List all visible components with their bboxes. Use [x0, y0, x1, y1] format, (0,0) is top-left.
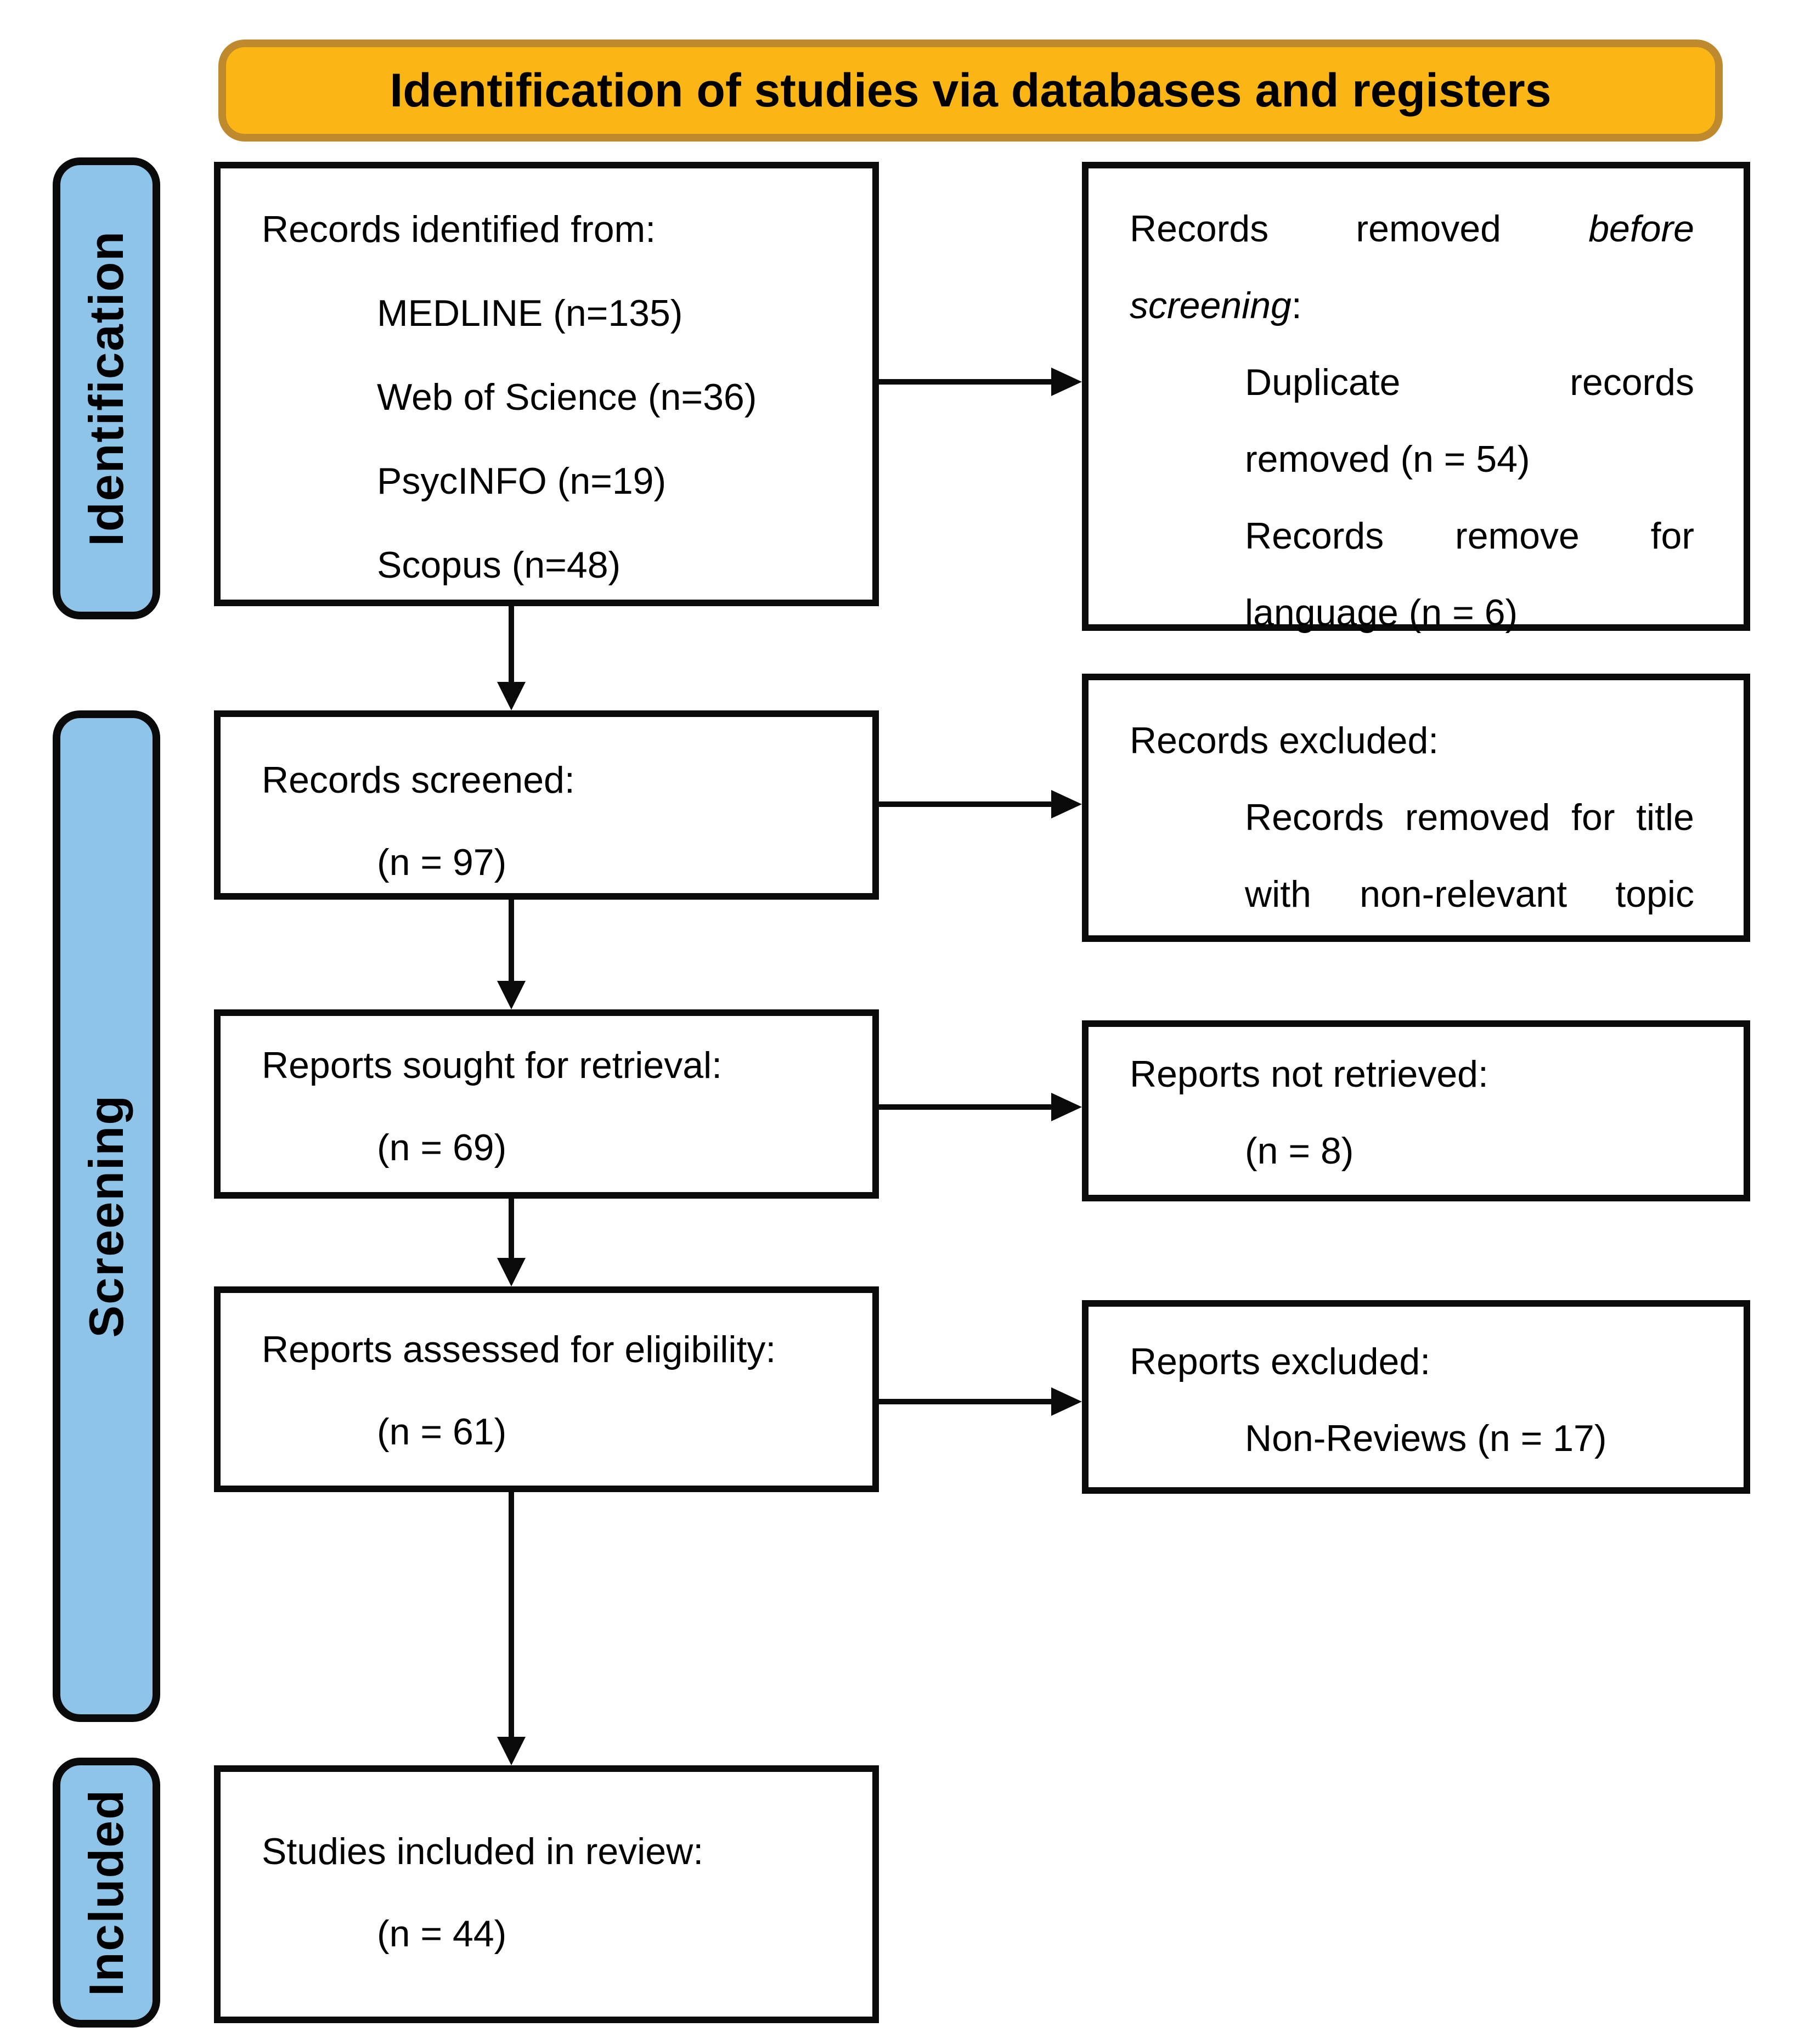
arrow-screened-to-excluded-line [879, 801, 1053, 807]
box-reports-assessed-count: (n = 61) [377, 1411, 507, 1453]
box-reports-sought: Reports sought for retrieval: (n = 69) [214, 1009, 879, 1199]
box-studies-included-title: Studies included in review: [262, 1831, 704, 1872]
arrow-assessed-to-reports-excluded-line [879, 1399, 1053, 1404]
box-reports-excluded-title: Reports excluded: [1130, 1341, 1431, 1382]
word: for [1650, 515, 1694, 557]
box-reports-not-retrieved: Reports not retrieved: (n = 8) [1082, 1020, 1750, 1201]
language-removed-count: language (n = 6) [1245, 592, 1518, 634]
arrow-sought-to-not-retrieved-head [1051, 1093, 1082, 1121]
word: removed [1405, 797, 1550, 838]
stage-label-screening: Screening [53, 710, 160, 1722]
colon: : [1291, 285, 1302, 326]
word: Records [1130, 208, 1269, 250]
box-records-identified: Records identified from: MEDLINE (n=135)… [214, 162, 879, 606]
stage-label-identification-text: Identification [79, 230, 133, 546]
word: non-relevant [1360, 873, 1567, 915]
arrow-assessed-to-included-head [497, 1737, 526, 1765]
arrow-screened-to-sought-head [497, 981, 526, 1009]
box-reports-sought-title: Reports sought for retrieval: [262, 1044, 723, 1086]
database-item-web-of-science: Web of Science (n=36) [377, 376, 757, 418]
box-reports-assessed-title: Reports assessed for eligibility: [262, 1329, 776, 1370]
arrow-identified-to-removed-line [879, 379, 1053, 385]
word: removed [1356, 208, 1501, 250]
arrow-identified-to-removed-head [1051, 368, 1082, 396]
duplicate-records-line: Duplicate records [1245, 344, 1694, 421]
box-reports-not-retrieved-title: Reports not retrieved: [1130, 1053, 1488, 1095]
banner: Identification of studies via databases … [218, 39, 1723, 142]
word-italic: before [1588, 208, 1694, 250]
removed-before-line2: screening: [1130, 267, 1694, 344]
stage-label-identification: Identification [53, 157, 160, 619]
word: remove [1455, 515, 1580, 557]
box-reports-sought-count: (n = 69) [377, 1127, 507, 1168]
stage-label-included-text: Included [79, 1789, 133, 1996]
stage-label-included: Included [53, 1758, 160, 2028]
language-removed-line: Records remove for [1245, 498, 1694, 574]
arrow-sought-to-assessed-line [509, 1199, 514, 1258]
word: topic [1615, 873, 1694, 915]
arrow-screened-to-excluded-head [1051, 790, 1082, 818]
removed-before-line1: Records removed before [1130, 190, 1694, 267]
box-records-excluded-title: Records excluded: [1130, 720, 1439, 761]
records-excluded-reason-line1: Records removed for title [1245, 779, 1694, 856]
box-reports-excluded-reason: Non-Reviews (n = 17) [1245, 1418, 1607, 1459]
box-records-screened-count: (n = 97) [377, 842, 507, 883]
arrow-sought-to-not-retrieved-line [879, 1104, 1053, 1110]
box-records-screened-title: Records screened: [262, 759, 575, 801]
word-italic: screening [1130, 285, 1292, 326]
box-reports-not-retrieved-count: (n = 8) [1245, 1130, 1354, 1172]
word: title [1636, 797, 1694, 838]
arrow-identified-to-screened-head [497, 682, 526, 710]
box-studies-included: Studies included in review: (n = 44) [214, 1765, 879, 2023]
database-item-psycinfo: PsycINFO (n=19) [377, 460, 667, 502]
duplicate-records-count: removed (n = 54) [1245, 438, 1530, 480]
word: records [1570, 362, 1694, 403]
word: Records [1245, 797, 1384, 838]
database-item-scopus: Scopus (n=48) [377, 544, 621, 586]
box-reports-excluded: Reports excluded: Non-Reviews (n = 17) [1082, 1300, 1750, 1494]
arrow-sought-to-assessed-head [497, 1258, 526, 1286]
arrow-assessed-to-reports-excluded-head [1051, 1387, 1082, 1416]
records-excluded-reason-line2: with non-relevant topic [1245, 856, 1694, 933]
arrow-assessed-to-included-line [509, 1492, 514, 1737]
box-studies-included-count: (n = 44) [377, 1913, 507, 1955]
box-records-excluded: Records excluded: Records removed for ti… [1082, 674, 1750, 942]
word: with [1245, 873, 1311, 915]
database-item-medline: MEDLINE (n=135) [377, 292, 683, 334]
stage-label-screening-text: Screening [79, 1094, 133, 1338]
word: Records [1245, 515, 1384, 557]
box-records-identified-title: Records identified from: [262, 208, 656, 250]
arrow-identified-to-screened-line [509, 606, 514, 682]
box-records-removed-before-screening: Records removed before screening: Duplic… [1082, 162, 1750, 634]
word: Duplicate [1245, 362, 1401, 403]
box-reports-assessed: Reports assessed for eligibility: (n = 6… [214, 1286, 879, 1492]
banner-title: Identification of studies via databases … [390, 64, 1552, 117]
box-records-screened: Records screened: (n = 97) [214, 710, 879, 900]
arrow-screened-to-sought-line [509, 900, 514, 981]
word: for [1571, 797, 1615, 838]
